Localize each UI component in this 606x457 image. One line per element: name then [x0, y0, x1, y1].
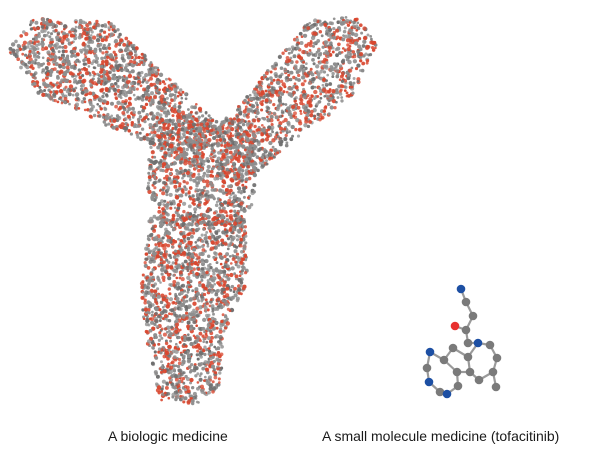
carbon-atom	[452, 367, 462, 377]
oxygen-atom	[450, 321, 460, 331]
biologic-medicine-caption: A biologic medicine	[108, 428, 228, 444]
molecule-bonds	[425, 288, 499, 396]
tofacitinib-molecule-icon	[422, 284, 502, 399]
carbon-atom	[488, 367, 498, 377]
nitrogen-atom	[442, 389, 452, 399]
nitrogen-atom	[456, 284, 466, 294]
carbon-atom	[492, 353, 502, 363]
carbon-atom	[461, 325, 471, 335]
carbon-atom	[439, 355, 449, 365]
carbon-atom	[453, 381, 463, 391]
carbon-atom	[468, 311, 478, 321]
carbon-atom	[465, 367, 475, 377]
carbon-atom	[461, 297, 471, 307]
carbon-atom	[491, 382, 501, 392]
nitrogen-atom	[424, 377, 434, 387]
carbon-atom	[485, 340, 495, 350]
carbon-atom	[463, 338, 473, 348]
carbon-atom	[422, 363, 432, 373]
carbon-atom	[435, 387, 445, 397]
nitrogen-atom	[473, 338, 483, 348]
carbon-atom	[474, 375, 484, 385]
carbon-atom	[448, 343, 458, 353]
carbon-atom	[463, 352, 473, 362]
molecule-atoms	[422, 284, 502, 399]
antibody-biologic-icon	[8, 16, 378, 406]
nitrogen-atom	[425, 347, 435, 357]
small-molecule-medicine-caption: A small molecule medicine (tofacitinib)	[322, 428, 560, 444]
